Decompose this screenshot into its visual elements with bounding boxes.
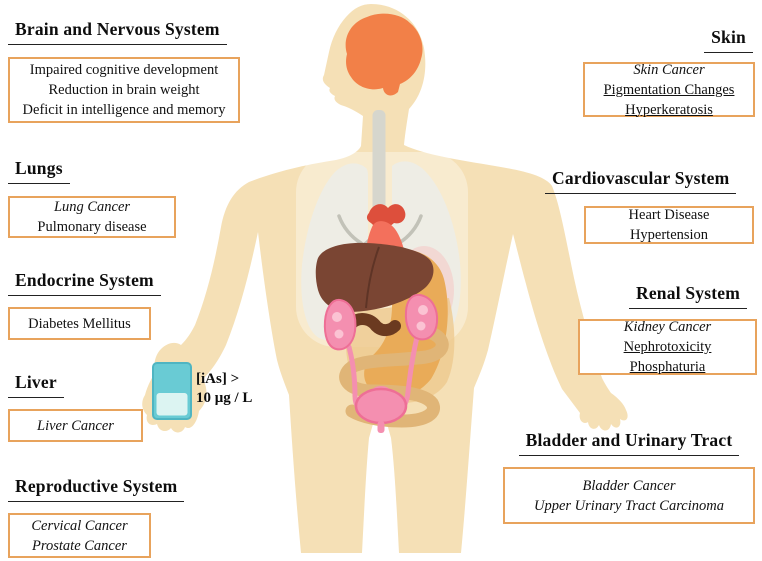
effect-item: Impaired cognitive development bbox=[29, 62, 219, 78]
effect-box: Cervical Cancer Prostate Cancer bbox=[8, 513, 151, 558]
effect-item: Skin Cancer bbox=[633, 61, 705, 78]
section-title: Skin bbox=[704, 26, 753, 53]
effect-item: Pulmonary disease bbox=[37, 219, 147, 235]
section-title: Bladder and Urinary Tract bbox=[518, 429, 740, 456]
effect-box: Kidney Cancer Nephrotoxicity Phosphaturi… bbox=[578, 319, 757, 375]
effect-item: Deficit in intelligence and memory bbox=[22, 102, 226, 118]
section-renal-system: Renal System Kidney Cancer Nephrotoxicit… bbox=[578, 282, 757, 375]
effect-item: Pigmentation Changes bbox=[603, 81, 735, 98]
section-title: Liver bbox=[8, 371, 64, 398]
section-lungs: Lungs Lung Cancer Pulmonary disease bbox=[8, 157, 176, 238]
section-reproductive-system: Reproductive System Cervical Cancer Pros… bbox=[8, 475, 185, 558]
section-skin: Skin Skin Cancer Pigmentation Changes Hy… bbox=[583, 26, 755, 118]
effect-item: Liver Cancer bbox=[37, 417, 114, 434]
effect-box: Lung Cancer Pulmonary disease bbox=[8, 196, 176, 238]
section-title: Lungs bbox=[8, 157, 70, 184]
effect-item: Phosphaturia bbox=[629, 359, 706, 375]
section-cardiovascular-system: Cardiovascular System Heart Disease Hype… bbox=[545, 167, 757, 244]
renal-system-shape bbox=[323, 293, 439, 433]
section-title: Reproductive System bbox=[8, 475, 185, 502]
effect-box: Diabetes Mellitus bbox=[8, 307, 151, 340]
effect-item: Hypertension bbox=[629, 227, 709, 243]
effect-item: Cervical Cancer bbox=[31, 517, 128, 534]
effect-item: Reduction in brain weight bbox=[48, 82, 200, 98]
section-brain-nervous-system: Brain and Nervous System Impaired cognit… bbox=[8, 18, 240, 123]
exposure-line-1: [iAs] > bbox=[196, 371, 240, 387]
effect-item: Diabetes Mellitus bbox=[28, 315, 131, 332]
water-glass-icon bbox=[152, 362, 192, 420]
brain-shape bbox=[345, 13, 423, 96]
effect-item: Upper Urinary Tract Carcinoma bbox=[534, 497, 724, 514]
effect-box: Impaired cognitive development Reduction… bbox=[8, 57, 240, 123]
section-bladder-urinary-tract: Bladder and Urinary Tract Bladder Cancer… bbox=[503, 429, 755, 524]
exposure-line-2: 10 μg / L bbox=[196, 390, 253, 406]
section-liver: Liver Liver Cancer bbox=[8, 371, 143, 442]
effect-item: Kidney Cancer bbox=[623, 319, 712, 335]
section-title: Renal System bbox=[629, 282, 747, 309]
effect-box: Liver Cancer bbox=[8, 409, 143, 442]
exposure-threshold-label: [iAs] > 10 μg / L bbox=[196, 370, 252, 408]
effect-box: Bladder Cancer Upper Urinary Tract Carci… bbox=[503, 467, 755, 524]
effect-box: Heart Disease Hypertension bbox=[584, 206, 754, 244]
transverse-colon-shape bbox=[346, 313, 401, 337]
liver-crease bbox=[365, 246, 380, 309]
effect-box: Skin Cancer Pigmentation Changes Hyperke… bbox=[583, 61, 755, 118]
section-title: Endocrine System bbox=[8, 269, 161, 296]
section-endocrine-system: Endocrine System Diabetes Mellitus bbox=[8, 269, 161, 340]
liver-shape bbox=[315, 242, 434, 312]
effect-item: Hyperkeratosis bbox=[625, 101, 713, 118]
effect-item: Nephrotoxicity bbox=[623, 339, 712, 355]
section-title: Cardiovascular System bbox=[545, 167, 737, 194]
aorta-shape bbox=[366, 204, 406, 228]
effect-item: Lung Cancer bbox=[53, 199, 131, 215]
effect-item: Bladder Cancer bbox=[582, 477, 676, 494]
effect-item: Prostate Cancer bbox=[32, 537, 127, 554]
trachea-shape bbox=[372, 110, 386, 228]
section-title: Brain and Nervous System bbox=[8, 18, 227, 45]
effect-item: Heart Disease bbox=[628, 207, 710, 223]
